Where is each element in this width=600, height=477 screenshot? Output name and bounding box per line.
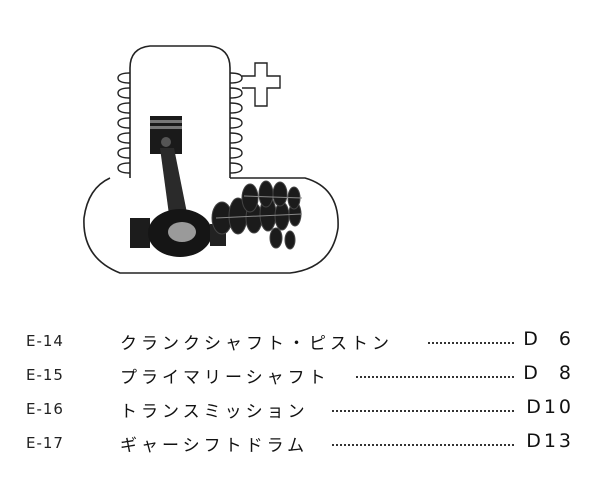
toc-leader-dots [332, 434, 514, 446]
cylinder-outline [129, 45, 231, 178]
toc-title: ギャーシフトドラム [120, 436, 309, 456]
cylinder-fins-left [117, 72, 131, 174]
table-of-contents: E-14 クランクシャフト・ピストン D 6 E-15 プライマリーシャフト D… [26, 328, 574, 464]
piston [150, 116, 182, 154]
transmission-gears [211, 180, 302, 250]
connecting-rod [160, 148, 188, 222]
toc-leader-dots [356, 366, 514, 378]
toc-code: E-15 [26, 366, 64, 384]
crankcase-outline [83, 177, 339, 274]
toc-page: D 8 [523, 362, 574, 384]
toc-page: D 6 [523, 328, 574, 350]
toc-title: プライマリーシャフト [120, 368, 330, 388]
toc-page: D13 [526, 430, 574, 452]
toc-row[interactable]: E-17 ギャーシフトドラム D13 [26, 430, 574, 464]
toc-code: E-17 [26, 434, 64, 452]
toc-code: E-14 [26, 332, 64, 350]
crankshaft [130, 209, 226, 257]
toc-page: D10 [526, 396, 574, 418]
exhaust-port-outline [242, 62, 281, 107]
toc-leader-dots [332, 400, 514, 412]
toc-title: トランスミッション [120, 402, 309, 422]
toc-row[interactable]: E-14 クランクシャフト・ピストン D 6 [26, 328, 574, 362]
toc-row[interactable]: E-15 プライマリーシャフト D 8 [26, 362, 574, 396]
engine-illustration [83, 45, 339, 274]
cylinder-fins-right [229, 72, 243, 174]
toc-row[interactable]: E-16 トランスミッション D10 [26, 396, 574, 430]
toc-title: クランクシャフト・ピストン [120, 334, 393, 354]
toc-leader-dots [428, 332, 514, 344]
toc-code: E-16 [26, 400, 64, 418]
